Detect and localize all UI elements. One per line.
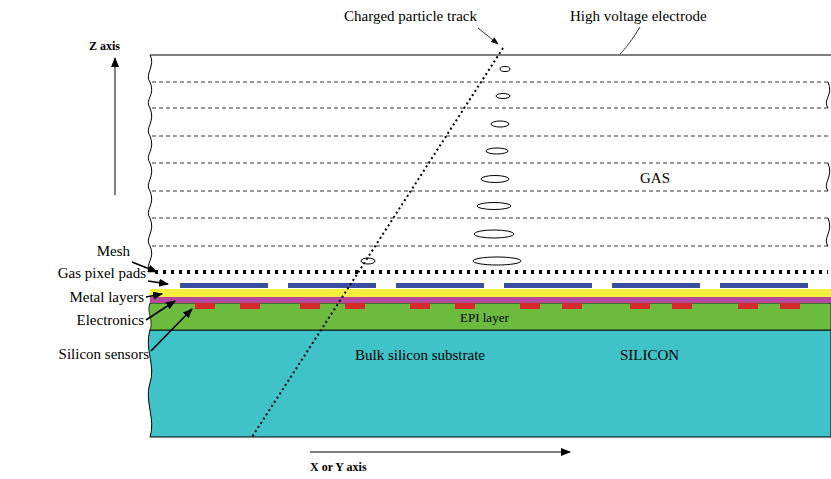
callout-label: Charged particle track xyxy=(344,8,477,25)
region-label: EPI layer xyxy=(460,311,509,325)
callout-label: Gas pixel pads xyxy=(58,265,146,282)
region-label: SILICON xyxy=(620,347,679,364)
gas-region: GAS xyxy=(152,56,828,271)
callout-label: Mesh xyxy=(97,243,130,260)
silicon-substrate-band: Bulk silicon substrate SILICON xyxy=(150,330,831,437)
axis-label: Z axis xyxy=(89,40,120,53)
callout-label: Metal layers xyxy=(69,289,144,306)
region-label: GAS xyxy=(640,170,670,187)
epi-layer-band: EPI layer xyxy=(150,303,831,330)
callout-label: Electronics xyxy=(77,312,144,329)
callout-label: Silicon sensors xyxy=(59,346,149,363)
axis-label: X or Y axis xyxy=(310,461,367,474)
callout-label: High voltage electrode xyxy=(570,8,707,25)
region-label: Bulk silicon substrate xyxy=(355,347,485,364)
